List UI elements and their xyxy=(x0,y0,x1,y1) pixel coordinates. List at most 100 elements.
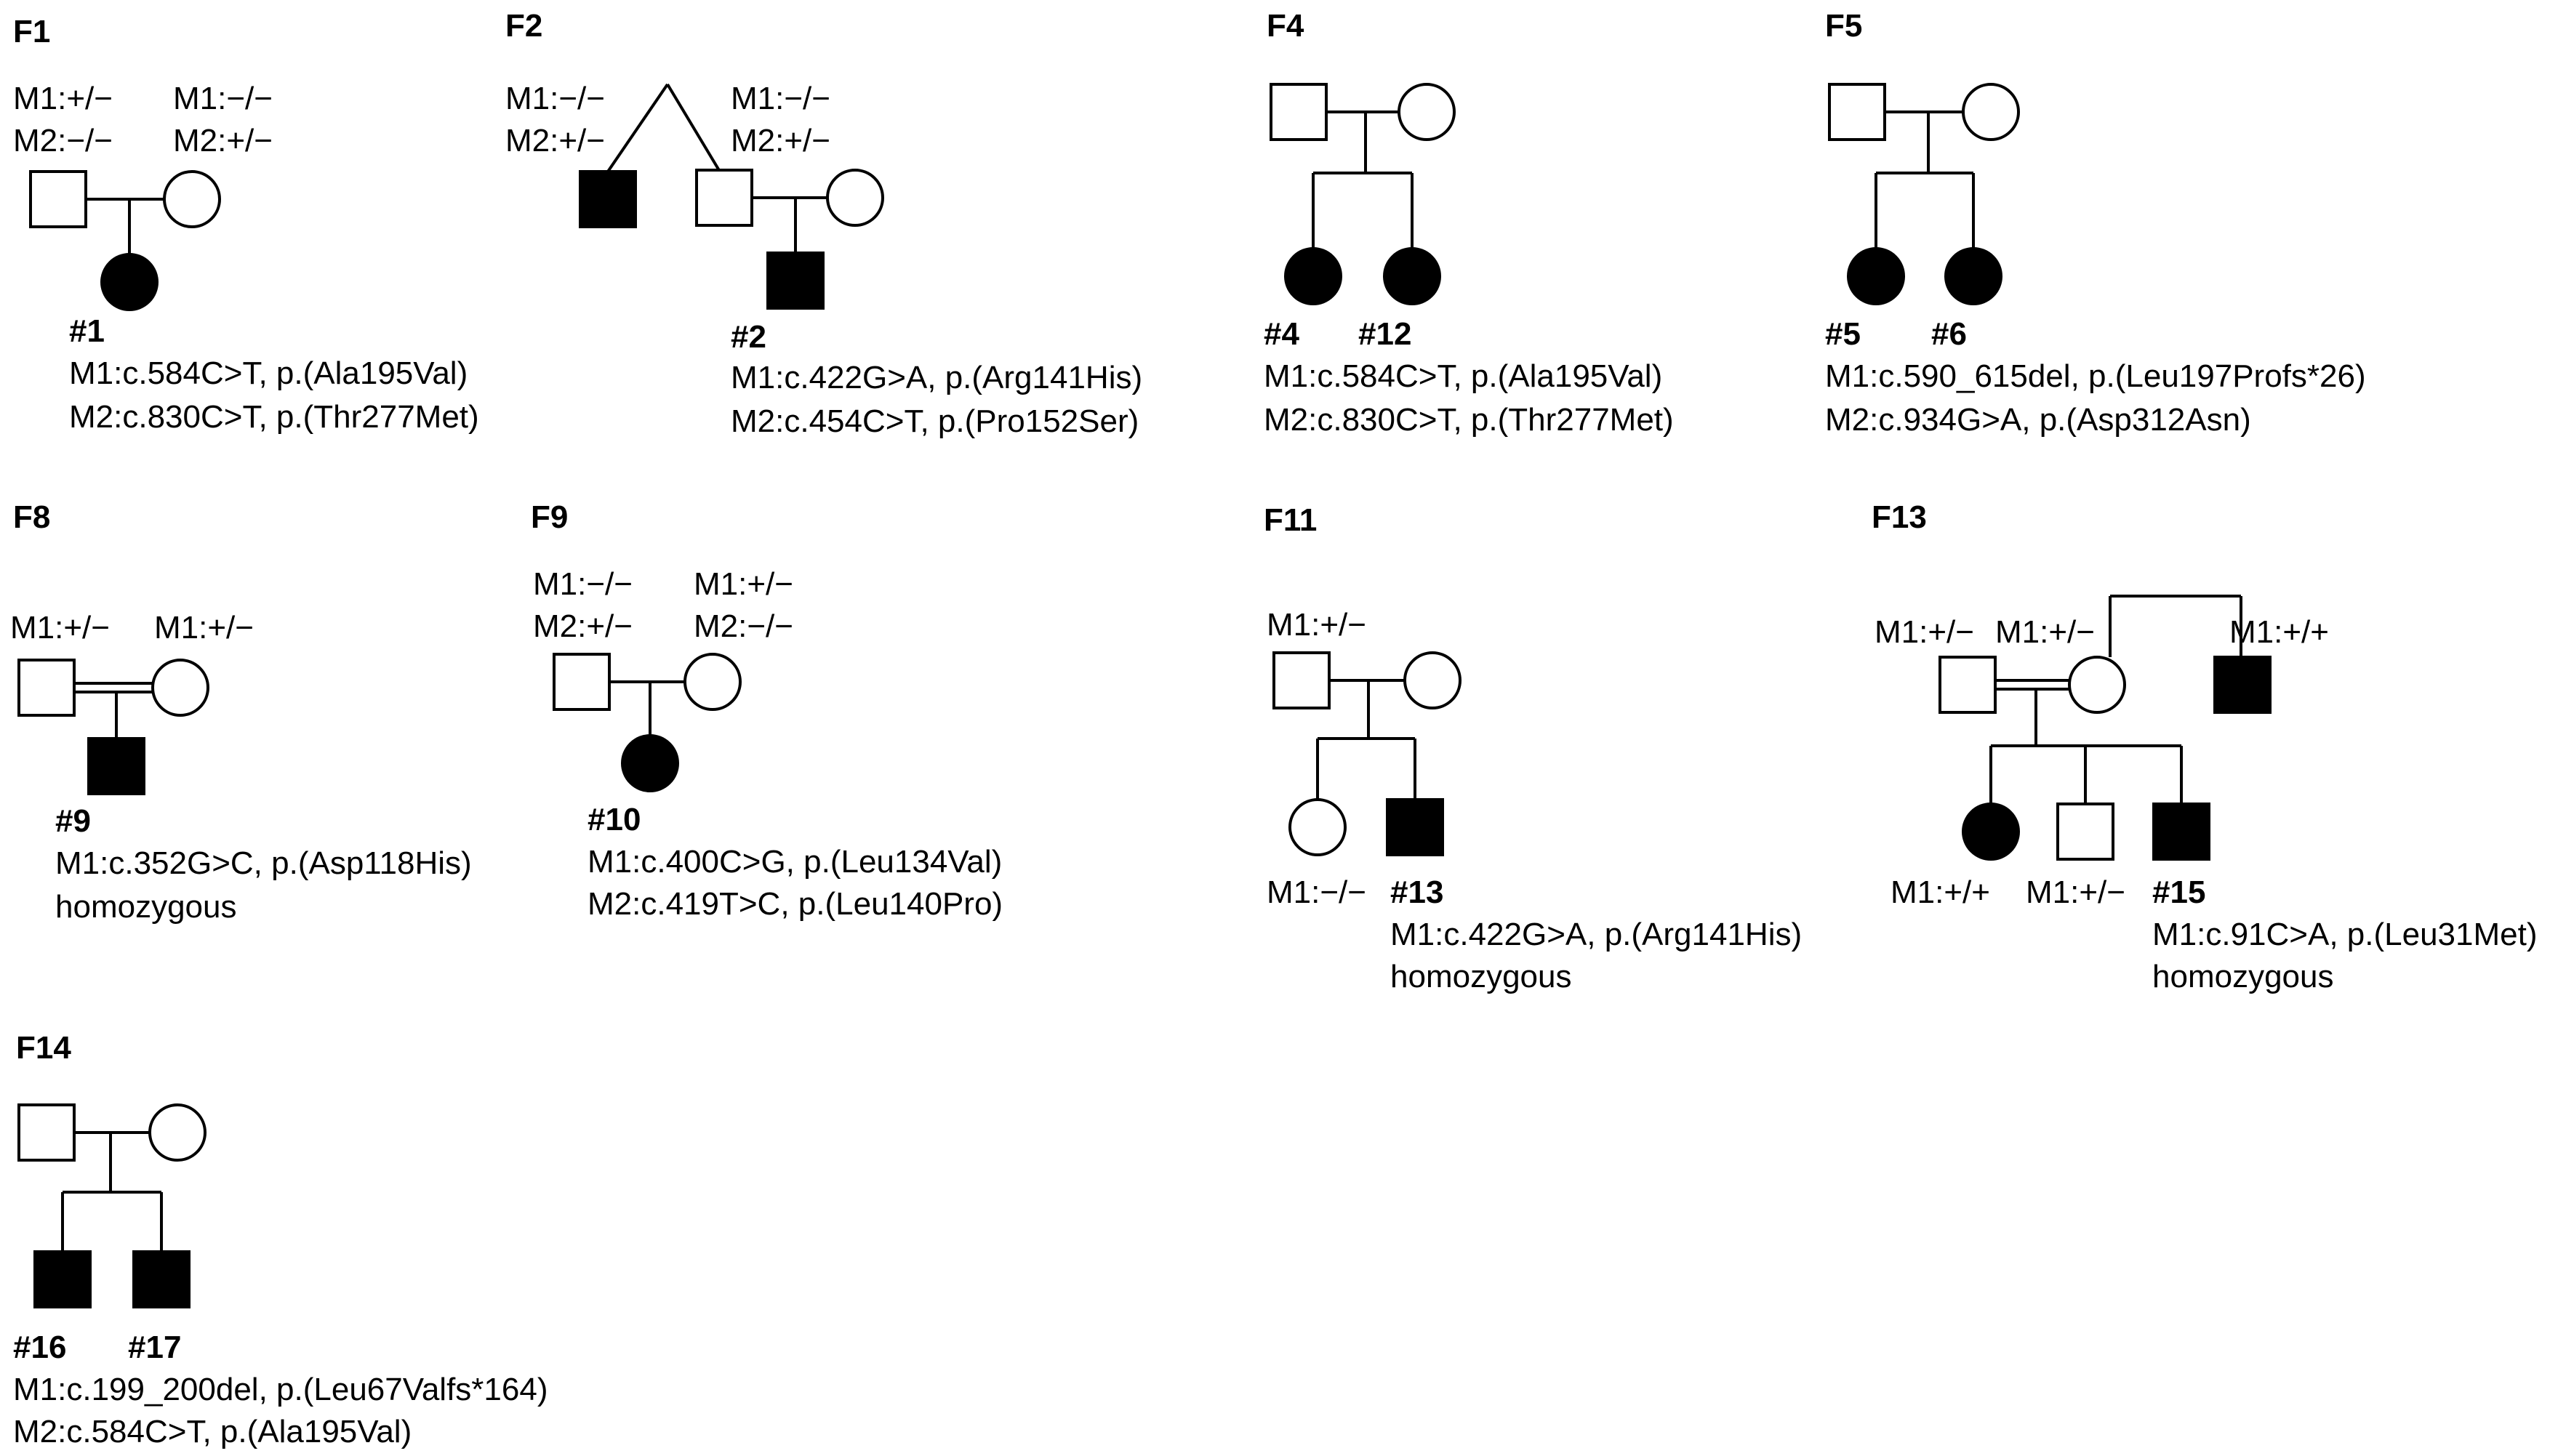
f2-variant-m1: M1:c.422G>A, p.(Arg141His) xyxy=(731,360,1142,395)
f2-left-genotype-m1: M1:−/− xyxy=(505,81,605,116)
family-f13: F13 M1:+/− M1:+/− M1:+/+ M1:+/+ M1:+/− #… xyxy=(1872,499,2537,994)
f2-affected-male-twin xyxy=(579,170,637,228)
f9-proband-id: #10 xyxy=(588,802,641,837)
f11-father-square xyxy=(1272,651,1331,709)
family-f8: F8 M1:+/− M1:+/− #9 M1:c.352G>C, p.(Asp1… xyxy=(10,499,472,925)
f14-father-square xyxy=(17,1103,76,1162)
family-f9: F9 M1:−/− M2:+/− M1:+/− M2:−/− #10 M1:c.… xyxy=(531,499,1003,922)
f13-son-genotype: M1:+/− xyxy=(2026,874,2125,910)
f4-proband-id-12: #12 xyxy=(1358,316,1411,352)
f14-variant-m1: M1:c.199_200del, p.(Leu67Valfs*164) xyxy=(13,1372,548,1407)
f5-proband-id-5: #5 xyxy=(1825,316,1861,352)
f13-father-square xyxy=(1938,656,1997,714)
f2-left-genotype-m2: M2:+/− xyxy=(505,123,605,158)
f8-variant-m1: M1:c.352G>C, p.(Asp118His) xyxy=(55,845,472,881)
f4-variant-m1: M1:c.584C>T, p.(Ala195Val) xyxy=(1264,358,1662,394)
f2-twin-line-left xyxy=(606,83,669,173)
f5-father-square xyxy=(1828,83,1886,141)
f5-variant-m1: M1:c.590_615del, p.(Leu197Profs*26) xyxy=(1825,358,2366,394)
f8-father-square xyxy=(17,659,76,717)
f13-affected-daughter xyxy=(1962,803,2020,861)
family-label-f5: F5 xyxy=(1825,8,1862,44)
f2-father-square xyxy=(695,169,753,227)
f14-variant-m2: M2:c.584C>T, p.(Ala195Val) xyxy=(13,1414,412,1449)
f1-mother-genotype-m2: M2:+/− xyxy=(173,123,273,158)
f2-right-genotype-m2: M2:+/− xyxy=(731,123,830,158)
f1-proband-affected-female xyxy=(100,253,159,311)
f13-variant-m1: M1:c.91C>A, p.(Leu31Met) xyxy=(2152,917,2537,952)
family-label-f8: F8 xyxy=(13,499,50,535)
f13-mother-genotype: M1:+/− xyxy=(1995,614,2095,650)
f4-mother-circle xyxy=(1398,83,1456,141)
f1-variant-m1: M1:c.584C>T, p.(Ala195Val) xyxy=(69,355,468,391)
family-label-f4: F4 xyxy=(1267,8,1304,44)
f8-father-genotype-m1: M1:+/− xyxy=(10,610,110,645)
family-f14: F14 #16 #17 M1:c.199_200del, p.(Leu67Val… xyxy=(13,1030,548,1449)
f9-variant-m1: M1:c.400C>G, p.(Leu134Val) xyxy=(588,844,1002,880)
f14-proband-id-17: #17 xyxy=(128,1330,181,1365)
f11-zygosity: homozygous xyxy=(1390,959,1571,994)
f11-variant-m1: M1:c.422G>A, p.(Arg141His) xyxy=(1390,917,1802,952)
f4-father-square xyxy=(1270,83,1328,141)
f11-unaffected-sister xyxy=(1288,798,1347,856)
f13-mother-circle xyxy=(2068,656,2126,714)
f9-mother-genotype-m2: M2:−/− xyxy=(694,608,793,644)
f11-proband-id: #13 xyxy=(1390,874,1443,910)
family-label-f1: F1 xyxy=(13,14,50,49)
f8-zygosity: homozygous xyxy=(55,889,236,925)
f11-proband-affected-male xyxy=(1386,798,1444,856)
f1-variant-m2: M2:c.830C>T, p.(Thr277Met) xyxy=(69,399,479,435)
f1-father-genotype-m1: M1:+/− xyxy=(13,81,113,116)
family-label-f2: F2 xyxy=(505,8,542,44)
f8-proband-id: #9 xyxy=(55,803,91,839)
f13-affected-uncle-male xyxy=(2213,656,2272,714)
f1-mother-genotype-m1: M1:−/− xyxy=(173,81,273,116)
f2-right-genotype-m1: M1:−/− xyxy=(731,81,830,116)
f2-proband-id: #2 xyxy=(731,319,766,355)
f1-father-genotype-m2: M2:−/− xyxy=(13,123,113,158)
f14-proband-16-affected-male xyxy=(33,1250,92,1308)
f9-variant-m2: M2:c.419T>C, p.(Leu140Pro) xyxy=(588,886,1003,922)
f13-uncle-genotype: M1:+/+ xyxy=(2229,614,2329,650)
f14-proband-id-16: #16 xyxy=(13,1330,66,1365)
f5-proband-id-6: #6 xyxy=(1931,316,1967,352)
f5-variant-m2: M2:c.934G>A, p.(Asp312Asn) xyxy=(1825,402,2251,438)
f2-mother-circle xyxy=(826,169,884,227)
f4-proband-4-affected-female xyxy=(1284,247,1342,305)
f11-mother-circle xyxy=(1403,651,1462,709)
f2-twin-line-right xyxy=(666,83,721,173)
f8-proband-affected-male xyxy=(87,737,145,795)
f8-mother-circle xyxy=(151,659,209,717)
f13-zygosity: homozygous xyxy=(2152,959,2333,994)
f14-proband-17-affected-male xyxy=(132,1250,191,1308)
f2-proband-affected-male xyxy=(766,252,825,310)
f11-father-genotype-m1: M1:+/− xyxy=(1267,607,1366,643)
family-f1: F1 M1:+/− M2:−/− M1:−/− M2:+/− #1 M1:c.5… xyxy=(13,14,479,435)
family-label-f14: F14 xyxy=(16,1030,71,1066)
family-f11: F11 M1:+/− M1:−/− #13 M1:c.422G>A, p.(Ar… xyxy=(1264,502,1802,994)
family-label-f13: F13 xyxy=(1872,499,1927,535)
f4-variant-m2: M2:c.830C>T, p.(Thr277Met) xyxy=(1264,402,1674,438)
f9-father-genotype-m2: M2:+/− xyxy=(533,608,633,644)
f5-mother-circle xyxy=(1962,83,2020,141)
f14-mother-circle xyxy=(148,1103,207,1162)
f4-proband-id-4: #4 xyxy=(1264,316,1299,352)
family-f5: F5 #5 #6 M1:c.590_615del, p.(Leu197Profs… xyxy=(1825,8,2366,438)
f4-proband-12-affected-female xyxy=(1383,247,1441,305)
family-label-f9: F9 xyxy=(531,499,568,535)
f1-proband-id: #1 xyxy=(69,313,105,349)
family-f4: F4 #4 #12 M1:c.584C>T, p.(Ala195Val) M2:… xyxy=(1264,8,1674,438)
f1-mother-circle xyxy=(163,170,221,228)
f1-father-square xyxy=(29,170,87,228)
f9-proband-affected-female xyxy=(621,734,679,792)
f9-mother-genotype-m1: M1:+/− xyxy=(694,566,793,602)
family-f2: F2 M1:−/− M2:+/− M1:−/− M2:+/− #2 M1:c.4… xyxy=(505,8,1142,439)
f8-mother-genotype-m1: M1:+/− xyxy=(154,610,254,645)
f13-proband-id: #15 xyxy=(2152,874,2205,910)
f9-father-genotype-m1: M1:−/− xyxy=(533,566,633,602)
f5-proband-5-affected-female xyxy=(1847,247,1905,305)
f9-father-square xyxy=(553,653,611,711)
family-label-f11: F11 xyxy=(1264,502,1317,538)
